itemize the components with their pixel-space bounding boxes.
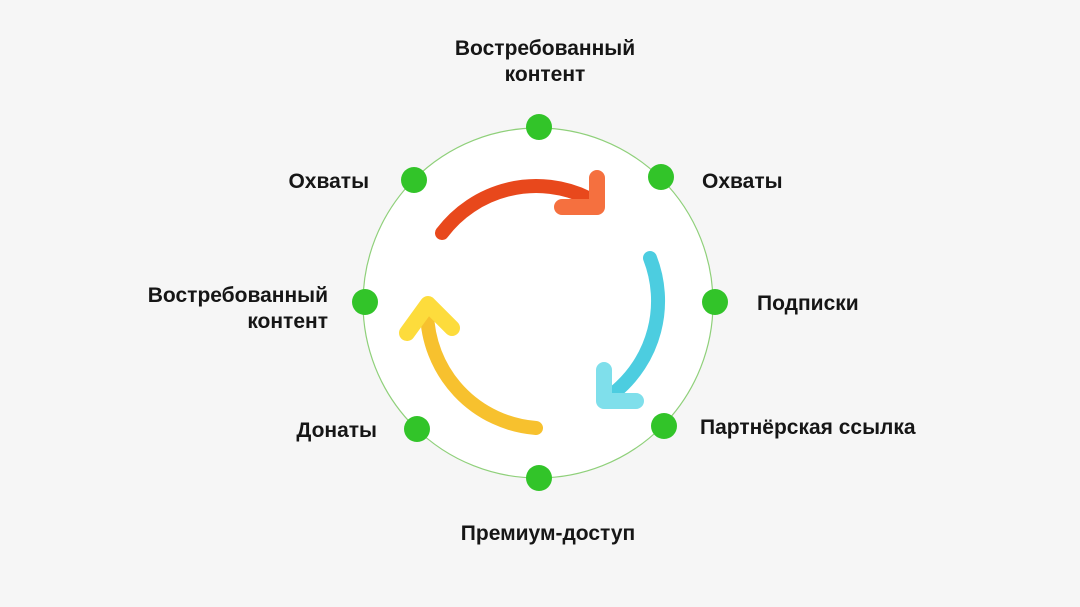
label-bottom-left: Донаты xyxy=(296,419,377,442)
node-right xyxy=(702,289,728,315)
label-bottom: Премиум-доступ xyxy=(460,522,636,545)
label-right: Подписки xyxy=(757,292,859,315)
arrow-red xyxy=(435,170,605,240)
arrow-yellow-head xyxy=(399,296,460,341)
node-top xyxy=(526,114,552,140)
node-bottom-left xyxy=(404,416,430,442)
arrow-cyan-head xyxy=(596,362,644,409)
arrow-cyan xyxy=(596,251,666,409)
arrow-cyan-body xyxy=(608,251,666,399)
label-bottom-right: Партнёрская ссылка xyxy=(700,416,916,439)
node-left xyxy=(352,289,378,315)
label-left: Востребованный контент xyxy=(147,284,328,333)
nodes xyxy=(352,114,728,491)
arrow-yellow-body xyxy=(420,305,543,435)
node-bottom xyxy=(526,465,552,491)
arrow-red-head xyxy=(554,170,605,215)
node-top-left xyxy=(401,167,427,193)
arrow-red-body xyxy=(435,179,595,240)
arrow-yellow xyxy=(399,296,543,435)
node-top-right xyxy=(648,164,674,190)
label-top-right: Охваты xyxy=(702,170,783,193)
label-top: Востребованный контент xyxy=(454,37,636,86)
node-bottom-right xyxy=(651,413,677,439)
label-top-left: Охваты xyxy=(288,170,369,193)
